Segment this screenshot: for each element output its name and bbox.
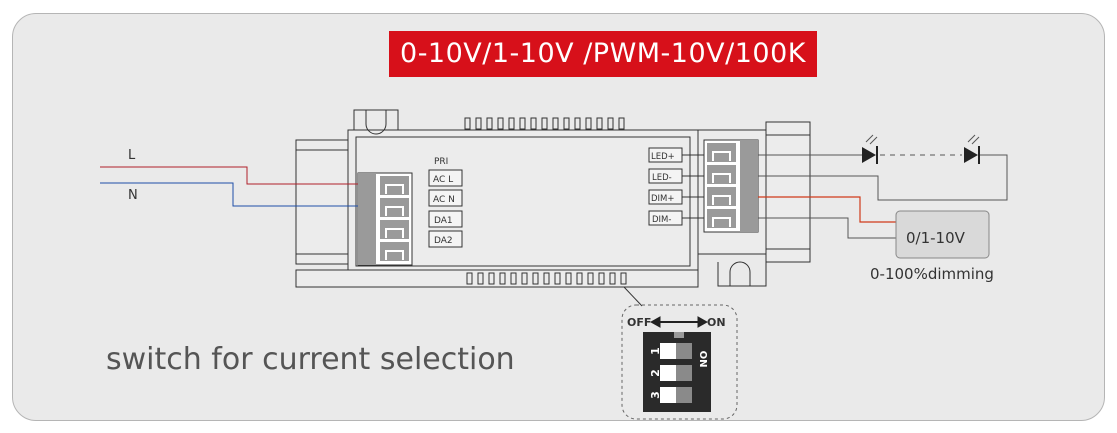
led-diode-2 xyxy=(964,134,980,164)
dip-switch-top-notch xyxy=(674,332,684,338)
bottom-vent-slots xyxy=(466,272,627,285)
input-terminal-block xyxy=(357,172,413,266)
dip-on-label: ON xyxy=(707,316,726,329)
toggle-arrow-icon xyxy=(649,316,709,328)
input-terminal-labels xyxy=(428,169,463,248)
dip-position-2: 2 xyxy=(649,369,662,377)
dip-slider-2[interactable] xyxy=(660,365,692,381)
terminal-label-da1: DA1 xyxy=(434,216,453,226)
line-label-l: L xyxy=(128,148,136,163)
terminal-label-acn: AC N xyxy=(433,195,455,205)
terminal-label-dim-minus: DIM- xyxy=(652,215,671,225)
dim-minus-wire xyxy=(758,217,896,239)
led-wiring xyxy=(758,154,1008,201)
dip-slider-1[interactable] xyxy=(660,343,692,359)
dip-position-1: 1 xyxy=(649,347,662,355)
terminal-label-acl: AC L xyxy=(433,175,453,185)
output-terminal-block xyxy=(703,139,759,233)
dip-switch-callout xyxy=(621,304,738,420)
dim-plus-wire xyxy=(758,196,896,223)
dip-off-label: OFF xyxy=(627,316,651,329)
dip-leader-line xyxy=(623,286,643,307)
terminal-label-led-plus: LED+ xyxy=(651,152,675,162)
pri-label: PRI xyxy=(434,157,448,167)
line-wire-n xyxy=(100,182,358,207)
title-text: 0-10V/1-10V /PWM-10V/100K xyxy=(400,38,806,69)
dip-position-3: 3 xyxy=(649,391,662,399)
terminal-label-led-minus: LED- xyxy=(652,173,672,183)
dimmer-box xyxy=(895,210,990,259)
terminal-label-da2: DA2 xyxy=(434,236,453,246)
line-wire-l xyxy=(100,166,358,185)
dip-slider-3[interactable] xyxy=(660,387,692,403)
title-banner: 0-10V/1-10V /PWM-10V/100K xyxy=(389,31,817,77)
led-diode-1 xyxy=(862,134,878,164)
dip-on-side-label: ON xyxy=(697,351,708,368)
dimmer-label: 0/1-10V xyxy=(906,229,966,247)
output-terminal-labels xyxy=(648,147,704,226)
line-label-n: N xyxy=(128,188,138,203)
terminal-label-dim-plus: DIM+ xyxy=(651,194,675,204)
dimmer-caption: 0-100%dimming xyxy=(870,265,994,283)
top-vent-slots xyxy=(464,117,625,130)
switch-caption: switch for current selection xyxy=(106,342,515,377)
